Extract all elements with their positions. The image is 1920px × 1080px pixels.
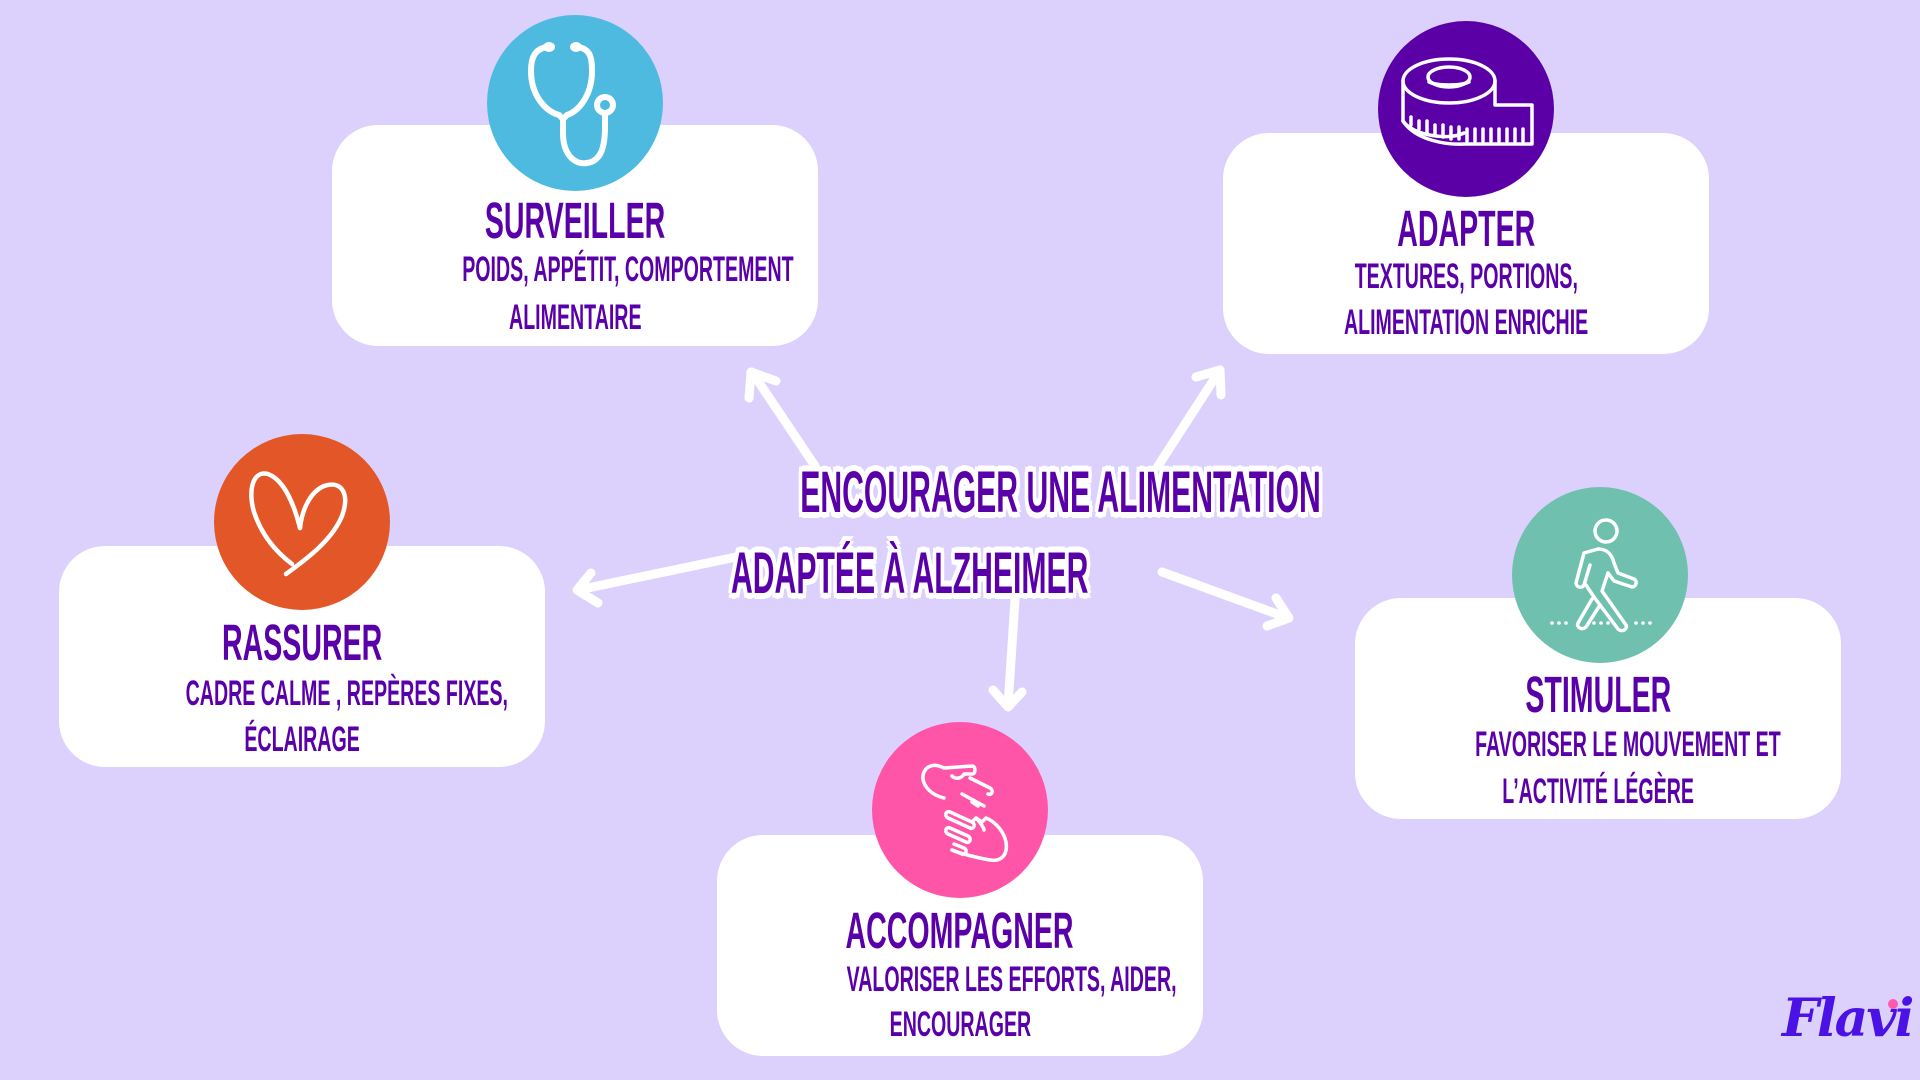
card-description-line: TEXTURES, PORTIONS,: [1354, 257, 1578, 296]
tape-measure-icon: [1378, 21, 1554, 197]
card-heading: ADAPTER: [1396, 200, 1536, 257]
stethoscope-icon: [487, 15, 663, 191]
card-heading: RASSURER: [221, 614, 383, 671]
main-title-line-1: ENCOURAGER UNE ALIMENTATION: [800, 460, 1321, 525]
arrow-to-rassurer: [572, 547, 765, 608]
walking-person-icon: [1512, 487, 1688, 663]
heart-icon: [214, 434, 390, 610]
card-description-line: ENCOURAGER: [889, 1005, 1031, 1044]
card-heading: ACCOMPAGNER: [846, 902, 1074, 959]
card-description-line: ÉCLAIRAGE: [244, 720, 360, 759]
card-description-line: ALIMENTAIRE: [508, 298, 642, 337]
arrow-to-surveiller: [744, 367, 820, 471]
card-description-line: VALORISER LES EFFORTS, AIDER,: [846, 960, 1177, 999]
logo-dot: [1888, 999, 1898, 1009]
card-description-line: FAVORISER LE MOUVEMENT ET: [1475, 725, 1781, 764]
arrow-to-stimuler: [1157, 567, 1294, 631]
card-heading: SURVEILLER: [484, 192, 666, 249]
card-heading: STIMULER: [1525, 666, 1671, 723]
helping-hands-icon: [872, 722, 1048, 898]
flavi-logo: Flavi: [1782, 990, 1914, 1050]
card-description-line: L’ACTIVITÉ LÉGÈRE: [1502, 772, 1694, 811]
card-description-line: POIDS, APPÉTIT, COMPORTEMENT: [462, 250, 794, 289]
card-description-line: CADRE CALME , REPÈRES FIXES,: [185, 674, 508, 713]
arrow-to-accompagner: [988, 595, 1027, 712]
main-title-line-2: ADAPTÉE À ALZHEIMER: [731, 541, 1089, 606]
arrow-to-adapter: [1153, 365, 1226, 471]
card-description-line: ALIMENTATION ENRICHIE: [1343, 303, 1589, 342]
